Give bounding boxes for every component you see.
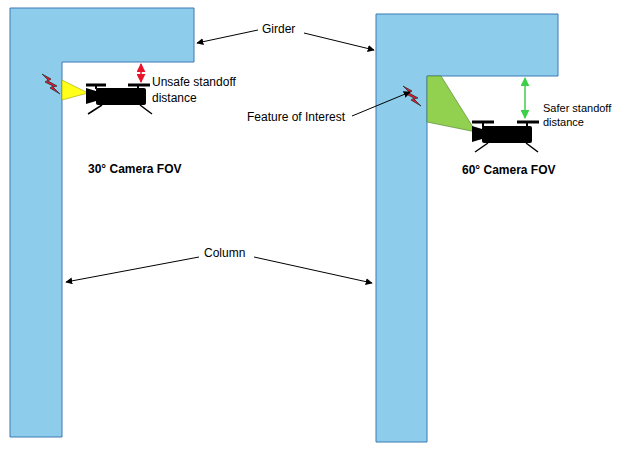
unsafe-standoff-arrow bbox=[140, 64, 142, 82]
caption-label: 30° Camera FOV bbox=[88, 162, 198, 178]
part-label: Column bbox=[204, 246, 254, 262]
safer-standoff-arrow bbox=[524, 78, 526, 118]
camera-left bbox=[86, 85, 152, 114]
leader-column-right bbox=[254, 257, 372, 283]
column-girder-right bbox=[376, 14, 558, 442]
fov-30 bbox=[62, 80, 88, 100]
leader-girder-right bbox=[304, 33, 374, 50]
part-label: Girder bbox=[262, 22, 312, 38]
fov-60 bbox=[427, 76, 476, 132]
leader-girder-left bbox=[197, 30, 258, 43]
leader-feature bbox=[352, 92, 410, 116]
feature-symbol-left bbox=[42, 74, 60, 94]
dimension-label: Unsafe standoff distance bbox=[152, 75, 244, 106]
camera-right bbox=[472, 122, 539, 152]
leader-column-left bbox=[66, 257, 199, 282]
feature-symbol-right bbox=[403, 86, 421, 106]
column-girder-left bbox=[10, 8, 194, 437]
dimension-label: Safer standoff distance bbox=[543, 101, 619, 130]
part-label: Feature of Interest bbox=[247, 110, 353, 126]
caption-label: 60° Camera FOV bbox=[462, 163, 572, 179]
